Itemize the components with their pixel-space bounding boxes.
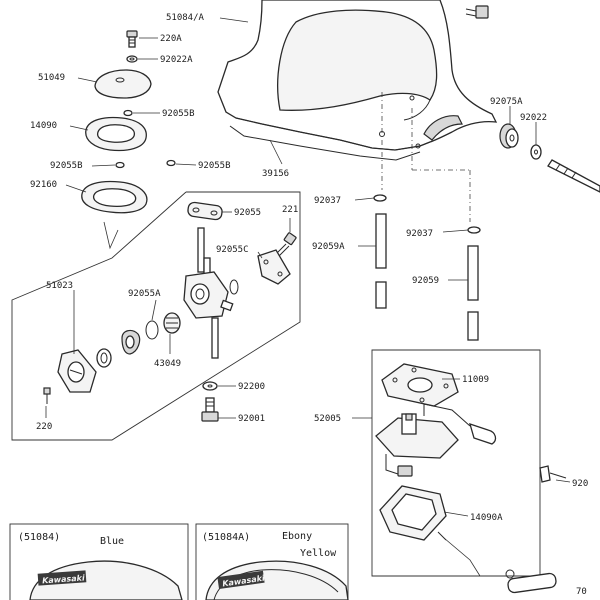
valve-cover-92055C	[257, 249, 291, 285]
gasket-92055	[187, 201, 223, 221]
grommet-92055B-left	[115, 161, 125, 169]
label-39156: 39156	[262, 169, 289, 179]
label-92037-left: 92037	[314, 196, 341, 206]
bolt-top-right	[465, 5, 489, 19]
fuel-tank	[217, 0, 498, 151]
label-51049: 51049	[38, 73, 65, 83]
o-ring-92055A	[145, 320, 159, 340]
label-220: 220	[36, 422, 52, 432]
fitting-920	[539, 465, 567, 483]
inset-logo-left: Kawasaki	[42, 573, 85, 585]
inset-color-yellow: Yellow	[300, 548, 337, 559]
label-92001: 92001	[238, 414, 265, 424]
label-92055A: 92055A	[128, 289, 161, 299]
fuel-level-sensor	[375, 403, 497, 477]
washer-92022A	[126, 55, 138, 63]
label-92022: 92022	[520, 113, 547, 123]
spring-43049	[121, 329, 141, 355]
label-14090: 14090	[30, 121, 57, 131]
label-92022A: 92022A	[160, 55, 193, 65]
screw-220	[43, 387, 51, 404]
gasket-14090A	[379, 485, 447, 541]
label-92055B-left: 92055B	[50, 161, 83, 171]
inset-ebony-yellow-tank: (51084A) Ebony Yellow Kawasaki	[195, 523, 349, 600]
washer-92022	[530, 144, 542, 160]
label-220A: 220A	[160, 34, 182, 44]
o-ring-92055C	[229, 279, 239, 295]
label-43049: 43049	[154, 359, 181, 369]
label-221: 221	[282, 205, 298, 215]
label-92055B-right: 92055B	[198, 161, 231, 171]
gasket-11009	[381, 363, 459, 407]
label-70-cut: 70	[576, 587, 587, 597]
label-92037-right: 92037	[406, 229, 433, 239]
valve-element	[163, 312, 181, 334]
label-14090A: 14090A	[470, 513, 503, 523]
lever-plate	[57, 349, 97, 393]
inset-blue-tank: (51084) Blue Kawasaki	[9, 523, 189, 600]
label-92075A: 92075A	[490, 97, 523, 107]
inset-color-blue: Blue	[100, 536, 124, 547]
label-51023: 51023	[46, 281, 73, 291]
grommet-92055B-upper	[123, 109, 133, 117]
gasket-14090	[85, 116, 147, 152]
long-bolt	[547, 159, 600, 193]
cap-bolt-220A	[126, 30, 138, 48]
label-92059: 92059	[412, 276, 439, 286]
fitting-70	[505, 569, 557, 594]
label-92055B-top: 92055B	[162, 109, 195, 119]
fuel-valve-body	[183, 227, 234, 359]
label-92055: 92055	[234, 208, 261, 218]
tube-92059	[467, 245, 479, 341]
grommet-92055B-right	[166, 159, 176, 167]
label-92160: 92160	[30, 180, 57, 190]
gasket-92160	[81, 180, 148, 214]
label-11009: 11009	[462, 375, 489, 385]
label-52005: 52005	[314, 414, 341, 424]
tube-92059A	[375, 213, 387, 309]
tank-bottom-plate	[229, 125, 421, 161]
fuel-valve-frame	[11, 191, 301, 441]
washer-92200	[202, 381, 218, 391]
grommet-92037-right	[467, 226, 481, 234]
inset-code-51084A: (51084A)	[202, 532, 250, 543]
cap-51049	[94, 69, 152, 99]
washer-ring	[96, 348, 112, 368]
label-92055C: 92055C	[216, 245, 249, 255]
inset-color-ebony: Ebony	[282, 531, 312, 542]
leader-lines	[45, 17, 571, 517]
drain-bolt-92001	[201, 397, 219, 422]
label-920-cut: 920	[572, 479, 588, 489]
label-51084A: 51084/A	[166, 13, 205, 23]
inset-code-51084: (51084)	[18, 532, 60, 543]
label-92200: 92200	[238, 382, 265, 392]
grommet-92037-left	[373, 194, 387, 202]
bushing-92075A	[499, 123, 519, 149]
label-92059A: 92059A	[312, 242, 345, 252]
